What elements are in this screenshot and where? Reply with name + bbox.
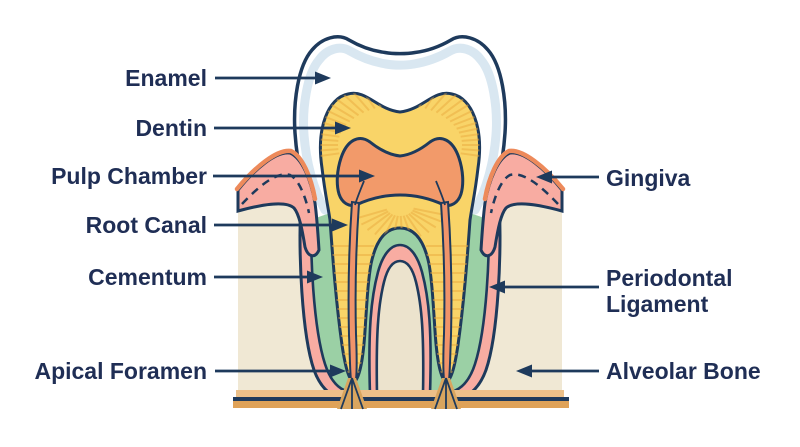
arrow-periodontal-ligament <box>489 280 599 294</box>
label-apical-foramen: Apical Foramen <box>34 358 207 384</box>
arrow-root-canal <box>214 218 348 232</box>
arrow-dentin <box>214 121 351 135</box>
arrow-pulp-chamber <box>213 169 375 183</box>
label-pulp-chamber: Pulp Chamber <box>51 163 207 189</box>
label-root-canal: Root Canal <box>85 212 207 238</box>
pulp-chamber-shape <box>335 137 465 381</box>
arrow-gingiva <box>536 170 599 184</box>
arrow-cementum <box>214 270 323 284</box>
gumline-dashed-right <box>489 173 559 214</box>
label-enamel: Enamel <box>125 65 207 91</box>
pointer-arrows <box>213 71 599 378</box>
label-gingiva: Gingiva <box>606 165 691 191</box>
label-cementum: Cementum <box>88 264 207 290</box>
apical-vessels <box>337 377 461 410</box>
arrow-alveolar-bone <box>516 364 599 378</box>
arrow-apical-foramen <box>215 364 346 378</box>
bone-base-band <box>233 390 569 408</box>
label-periodontal-ligament: Periodontal Ligament <box>606 265 733 317</box>
arrow-enamel <box>215 71 331 85</box>
label-alveolar-bone: Alveolar Bone <box>606 358 761 384</box>
label-dentin: Dentin <box>135 115 207 141</box>
interroot-bone-arch <box>375 259 425 396</box>
